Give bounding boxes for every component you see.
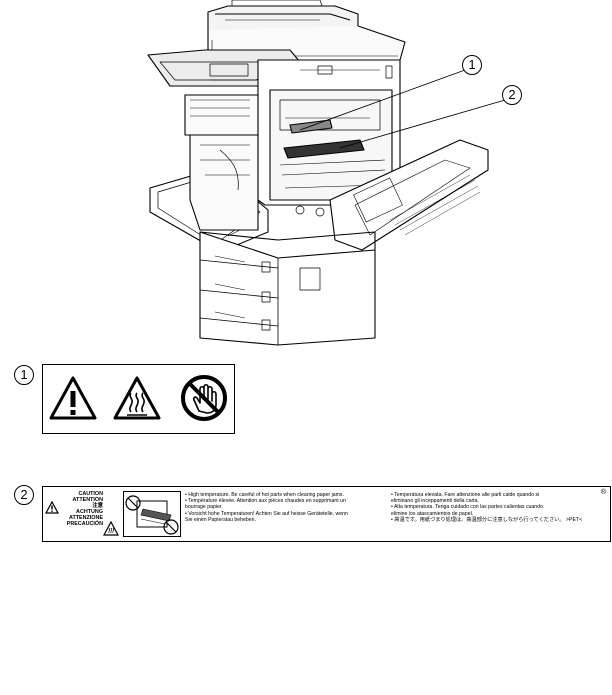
paper-jam-pictogram: [123, 491, 181, 537]
label-text-line: • Température élevée. Attention aux pièc…: [185, 498, 346, 505]
label-text-column-2: • Temperatura elevata. Fare attenzione a…: [391, 492, 582, 523]
caution-word: ACHTUNG: [76, 509, 103, 515]
label-text-line: eliminano gli inceppamenti della carta.: [391, 498, 479, 505]
caution-word: ATTENTION: [72, 497, 103, 503]
label-text-line: Sie einen Papierstau beheben.: [185, 516, 256, 523]
label-text-column-1: • High temperature. Be careful of hot pa…: [185, 492, 348, 523]
hot-surface-icon: [113, 376, 161, 420]
hot-surface-icon-small: [103, 521, 119, 536]
warning-label-1: [42, 364, 235, 434]
label-2-number: 2: [14, 485, 34, 505]
callout-2: 2: [502, 85, 522, 105]
caution-word: ATTENZIONE: [68, 515, 103, 521]
label-1-number: 1: [14, 365, 34, 385]
recycle-mark: ®: [600, 489, 606, 496]
caution-words: CAUTION ATTENTION 注意 ACHTUNG ATTENZIONE …: [47, 491, 103, 527]
label-text-line: • Alta temperatura. Tenga cuidado con la…: [391, 504, 543, 511]
caution-word: PRECAUCIÓN: [66, 521, 103, 527]
label-text-line: • 高温です。用紙づまり処理は、高温部分に注意しながら行ってください。 >PET…: [391, 516, 583, 523]
do-not-touch-icon: [181, 375, 227, 421]
caution-word: CAUTION: [78, 491, 103, 497]
label-text-line: • High temperature. Be careful of hot pa…: [185, 492, 344, 498]
small-warning-icon-left: [45, 501, 59, 514]
caution-word: 注意: [92, 503, 103, 509]
label-text-line: bourrage papier.: [185, 504, 223, 511]
general-warning-icon: [49, 376, 97, 420]
warning-label-2: CAUTION ATTENTION 注意 ACHTUNG ATTENZIONE …: [42, 486, 611, 542]
copier-illustration: [147, 0, 506, 346]
label-text-line: • Vorsicht hohe Temperaturen! Achten Sie…: [185, 510, 348, 517]
label-text-line: • Temperatura elevata. Fare attenzione a…: [391, 492, 540, 498]
label-text-line: elimine los atascamientos de papel.: [391, 510, 474, 517]
callout-1: 1: [462, 55, 482, 75]
